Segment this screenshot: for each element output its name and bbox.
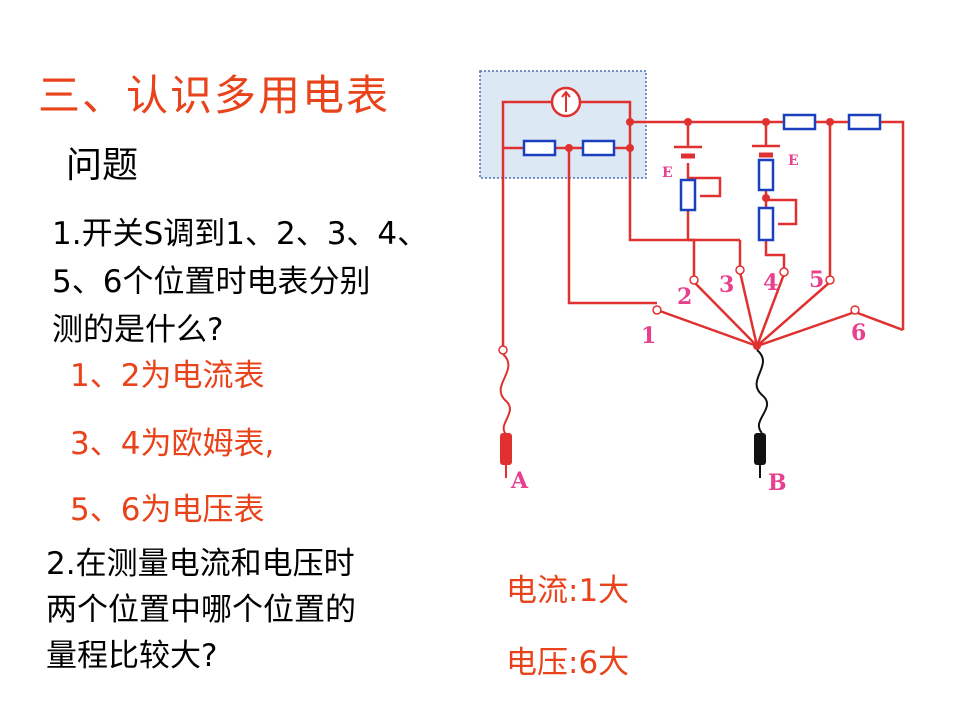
result-line: 电压:6大 bbox=[506, 645, 630, 681]
question1-line: 1.开关S调到1、2、3、4、 bbox=[52, 216, 429, 252]
switch-contact bbox=[652, 305, 662, 315]
answer-line: 3、4为欧姆表, bbox=[70, 426, 275, 462]
question2-line: 2.在测量电流和电压时 bbox=[46, 546, 355, 582]
position-label-3: 3 bbox=[719, 272, 734, 298]
switch-contact bbox=[825, 275, 835, 285]
probe-b-icon bbox=[754, 433, 766, 465]
question1-line: 5、6个位置时电表分别 bbox=[52, 264, 371, 300]
position-label-6: 6 bbox=[851, 320, 866, 346]
position-label-1: 1 bbox=[641, 323, 656, 349]
series-resistor-icon bbox=[847, 113, 882, 131]
question1-line: 测的是什么? bbox=[52, 312, 224, 348]
probe-a-icon bbox=[500, 433, 512, 465]
result-line: 电流:1大 bbox=[506, 573, 630, 609]
rheostat-icon bbox=[679, 178, 697, 212]
shunt-resistor-icon bbox=[522, 139, 557, 157]
answer-line: 5、6为电压表 bbox=[70, 492, 265, 528]
series-resistor-icon bbox=[782, 113, 817, 131]
battery-label: E bbox=[662, 165, 673, 181]
battery-icon bbox=[752, 144, 780, 158]
position-label-4: 4 bbox=[763, 270, 778, 296]
terminal-a bbox=[498, 345, 508, 355]
switch-contact bbox=[735, 265, 745, 275]
switch-contact bbox=[689, 275, 699, 285]
switch-contact bbox=[850, 305, 860, 315]
answer-line: 1、2为电流表 bbox=[70, 358, 265, 394]
probe-b-label: B bbox=[768, 470, 787, 496]
probe-a-label: A bbox=[510, 468, 529, 494]
resistor-icon bbox=[757, 158, 775, 192]
shunt-resistor-icon bbox=[581, 139, 616, 157]
position-label-5: 5 bbox=[809, 267, 824, 293]
question2-line: 两个位置中哪个位置的 bbox=[46, 592, 356, 628]
page-title: 三、认识多用电表 bbox=[38, 71, 391, 120]
rheostat-icon bbox=[757, 206, 775, 242]
switch-contact bbox=[779, 267, 789, 277]
question2-line: 量程比较大? bbox=[46, 638, 218, 674]
question-heading: 问题 bbox=[66, 145, 139, 186]
battery-label: E bbox=[788, 153, 799, 169]
battery-icon bbox=[674, 145, 702, 159]
position-label-2: 2 bbox=[677, 284, 692, 310]
galvanometer-icon bbox=[550, 86, 582, 118]
